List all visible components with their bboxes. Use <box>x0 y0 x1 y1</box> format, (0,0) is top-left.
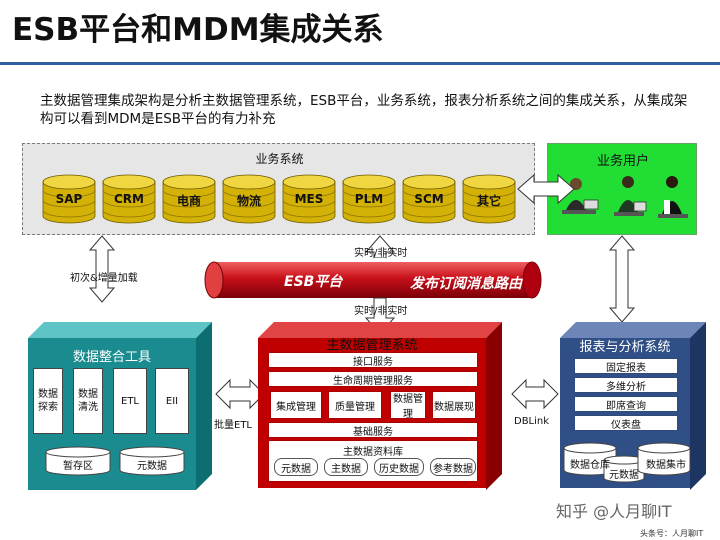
repo-history-data: 历史数据 <box>374 458 424 476</box>
users-reporting-double-arrow <box>608 235 636 323</box>
biz-users-double-arrow <box>517 173 575 205</box>
data-mart-cylinder-icon <box>637 442 691 476</box>
business-system-label: SAP <box>55 192 83 206</box>
business-system-cylinder: 其它 <box>459 174 519 226</box>
business-users-title: 业务用户 <box>596 154 649 169</box>
page-title: ESB平台和MDM集成关系 <box>12 12 384 48</box>
business-system-cylinder: SCM <box>399 174 459 226</box>
mdm-repository-label: 主数据资料库 <box>343 447 403 458</box>
mdm-interface-service: 接口服务 <box>268 352 478 368</box>
tool-etl: ETL <box>113 368 147 434</box>
batch-etl-double-arrow <box>215 378 265 410</box>
business-system-label: 其它 <box>476 194 501 208</box>
business-system-cylinder: MES <box>279 174 339 226</box>
database-cylinder-icon <box>162 174 216 224</box>
initial-load-label: 初次&增量加载 <box>70 273 138 284</box>
report-fixed: 固定报表 <box>574 358 678 374</box>
business-system-label: SCM <box>414 192 444 206</box>
report-olap: 多维分析 <box>574 377 678 393</box>
data-warehouse-cylinder-icon <box>563 442 617 476</box>
business-users-illustration <box>562 176 688 218</box>
database-cylinder-icon <box>402 174 456 224</box>
staging-area-label: 暂存区 <box>63 461 93 472</box>
metadata-label: 元数据 <box>137 461 167 472</box>
mdm-lifecycle-service: 生命周期管理服务 <box>268 371 478 387</box>
mdm-module-data-presentation: 数据展现 <box>432 391 476 419</box>
business-system-cylinder: PLM <box>339 174 399 226</box>
repo-metadata: 元数据 <box>274 458 318 476</box>
business-system-label: CRM <box>114 192 144 206</box>
business-systems-title: 业务系统 <box>255 152 304 166</box>
dblink-double-arrow <box>511 378 559 410</box>
database-cylinder-icon <box>342 174 396 224</box>
report-metadata-label: 元数据 <box>609 470 639 481</box>
mdm-module-integration: 集成管理 <box>270 391 322 419</box>
business-system-label: 电商 <box>176 194 201 208</box>
data-warehouse-label: 数据仓库 <box>570 460 610 471</box>
tool-eii: EII <box>155 368 189 434</box>
biz-esb-double-arrow <box>364 235 396 262</box>
data-integration-title: 数据整合工具 <box>72 350 151 365</box>
database-cylinder-icon <box>102 174 156 224</box>
business-systems-panel: 业务系统 SAP CRM 电商 物流 MES PLM SCM 其它 <box>22 143 535 235</box>
business-system-cylinder: SAP <box>39 174 99 226</box>
repo-master-data: 主数据 <box>324 458 368 476</box>
mdm-title: 主数据管理系统 <box>326 338 418 353</box>
esb-route-label: 发布订阅消息路由 <box>410 276 522 292</box>
mdm-base-service: 基础服务 <box>268 422 478 438</box>
esb-bus <box>204 261 542 299</box>
realtime-top-label: 实时/非实时 <box>354 248 408 259</box>
tool-data-cleansing: 数据清洗 <box>73 368 103 434</box>
user-figure-icon <box>614 176 647 216</box>
reporting-title: 报表与分析系统 <box>579 340 671 355</box>
business-system-cylinder: 电商 <box>159 174 219 226</box>
initial-load-double-arrow <box>88 235 116 303</box>
business-system-label: MES <box>294 192 324 206</box>
description-text: 主数据管理集成架构是分析主数据管理系统，ESB平台，业务系统，报表分析系统之间的… <box>40 93 688 127</box>
mdm-module-quality: 质量管理 <box>328 391 382 419</box>
watermark-text: 知乎 @人月聊IT <box>556 502 672 521</box>
report-dashboard: 仪表盘 <box>574 415 678 431</box>
database-cylinder-icon <box>462 174 516 224</box>
dblink-label: DBLink <box>514 416 550 427</box>
realtime-bottom-label: 实时/非实时 <box>354 306 408 317</box>
batch-etl-label: 批量ETL <box>214 420 252 431</box>
user-figure-icon <box>658 176 688 218</box>
business-system-label: PLM <box>354 192 384 206</box>
business-system-cylinder: CRM <box>99 174 159 226</box>
mdm-module-data-management: 数据管理 <box>390 391 426 420</box>
database-cylinder-icon <box>282 174 336 224</box>
esb-platform-label: ESB平台 <box>284 274 343 290</box>
footnote-text: 头条号：人月聊IT <box>640 529 704 538</box>
metadata-cylinder-icon <box>119 446 185 476</box>
tool-data-exploration: 数据探索 <box>33 368 63 434</box>
business-system-cylinder: 物流 <box>219 174 279 226</box>
title-divider <box>0 62 720 65</box>
staging-area-cylinder-icon <box>45 446 111 476</box>
reporting-stores-icons <box>563 442 691 483</box>
database-cylinder-icon <box>42 174 96 224</box>
report-adhoc: 即席查询 <box>574 396 678 412</box>
database-cylinder-icon <box>222 174 276 224</box>
data-mart-label: 数据集市 <box>646 460 686 471</box>
repo-reference-data: 参考数据 <box>430 458 476 476</box>
user-figure-icon <box>562 178 599 214</box>
business-system-label: 物流 <box>236 194 261 208</box>
